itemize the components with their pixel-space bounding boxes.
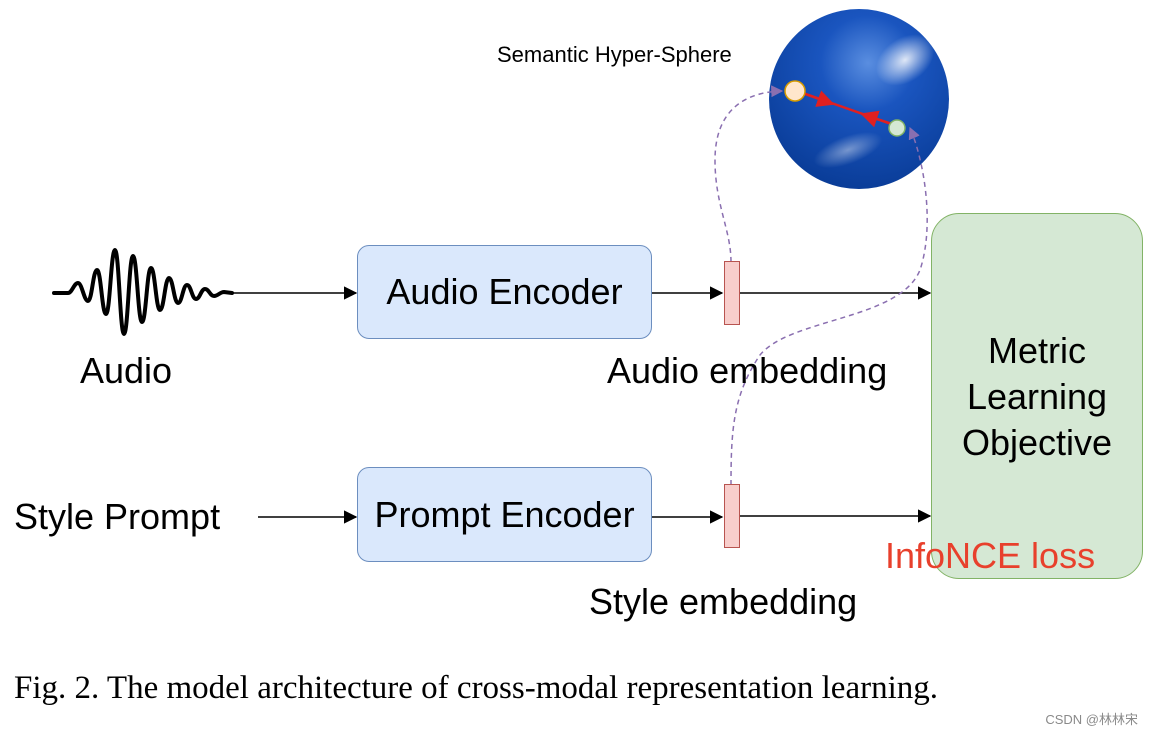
metric-learning-box xyxy=(931,213,1143,579)
audio-label: Audio xyxy=(80,350,173,391)
sphere-label: Semantic Hyper-Sphere xyxy=(497,42,732,67)
metric-line-2: Learning xyxy=(966,376,1108,417)
hypersphere-icon xyxy=(769,9,949,189)
watermark: CSDN @林林宋 xyxy=(1045,712,1138,727)
metric-learning-label: Metric Learning Objective xyxy=(931,328,1143,466)
dashed-link-audio xyxy=(714,85,784,263)
audio-embedding-label: Audio embedding xyxy=(607,350,888,391)
style-point xyxy=(888,119,906,137)
audio-encoder-box: Audio Encoder xyxy=(357,245,652,339)
prompt-encoder-box: Prompt Encoder xyxy=(357,467,652,562)
style-embedding-label: Style embedding xyxy=(589,581,858,622)
audio-embedding-bar xyxy=(724,261,740,325)
dashed-link-style xyxy=(730,126,928,486)
audio-encoder-label: Audio Encoder xyxy=(386,271,623,312)
style-prompt-label: Style Prompt xyxy=(14,496,221,537)
infonce-loss-label: InfoNCE loss xyxy=(885,535,1096,576)
metric-line-3: Objective xyxy=(961,422,1113,463)
style-embedding-bar xyxy=(724,484,740,548)
figure-caption: Fig. 2. The model architecture of cross-… xyxy=(14,670,938,706)
metric-line-1: Metric xyxy=(988,330,1086,371)
waveform-icon xyxy=(52,248,234,336)
prompt-encoder-label: Prompt Encoder xyxy=(374,493,635,535)
audio-point xyxy=(784,80,806,102)
